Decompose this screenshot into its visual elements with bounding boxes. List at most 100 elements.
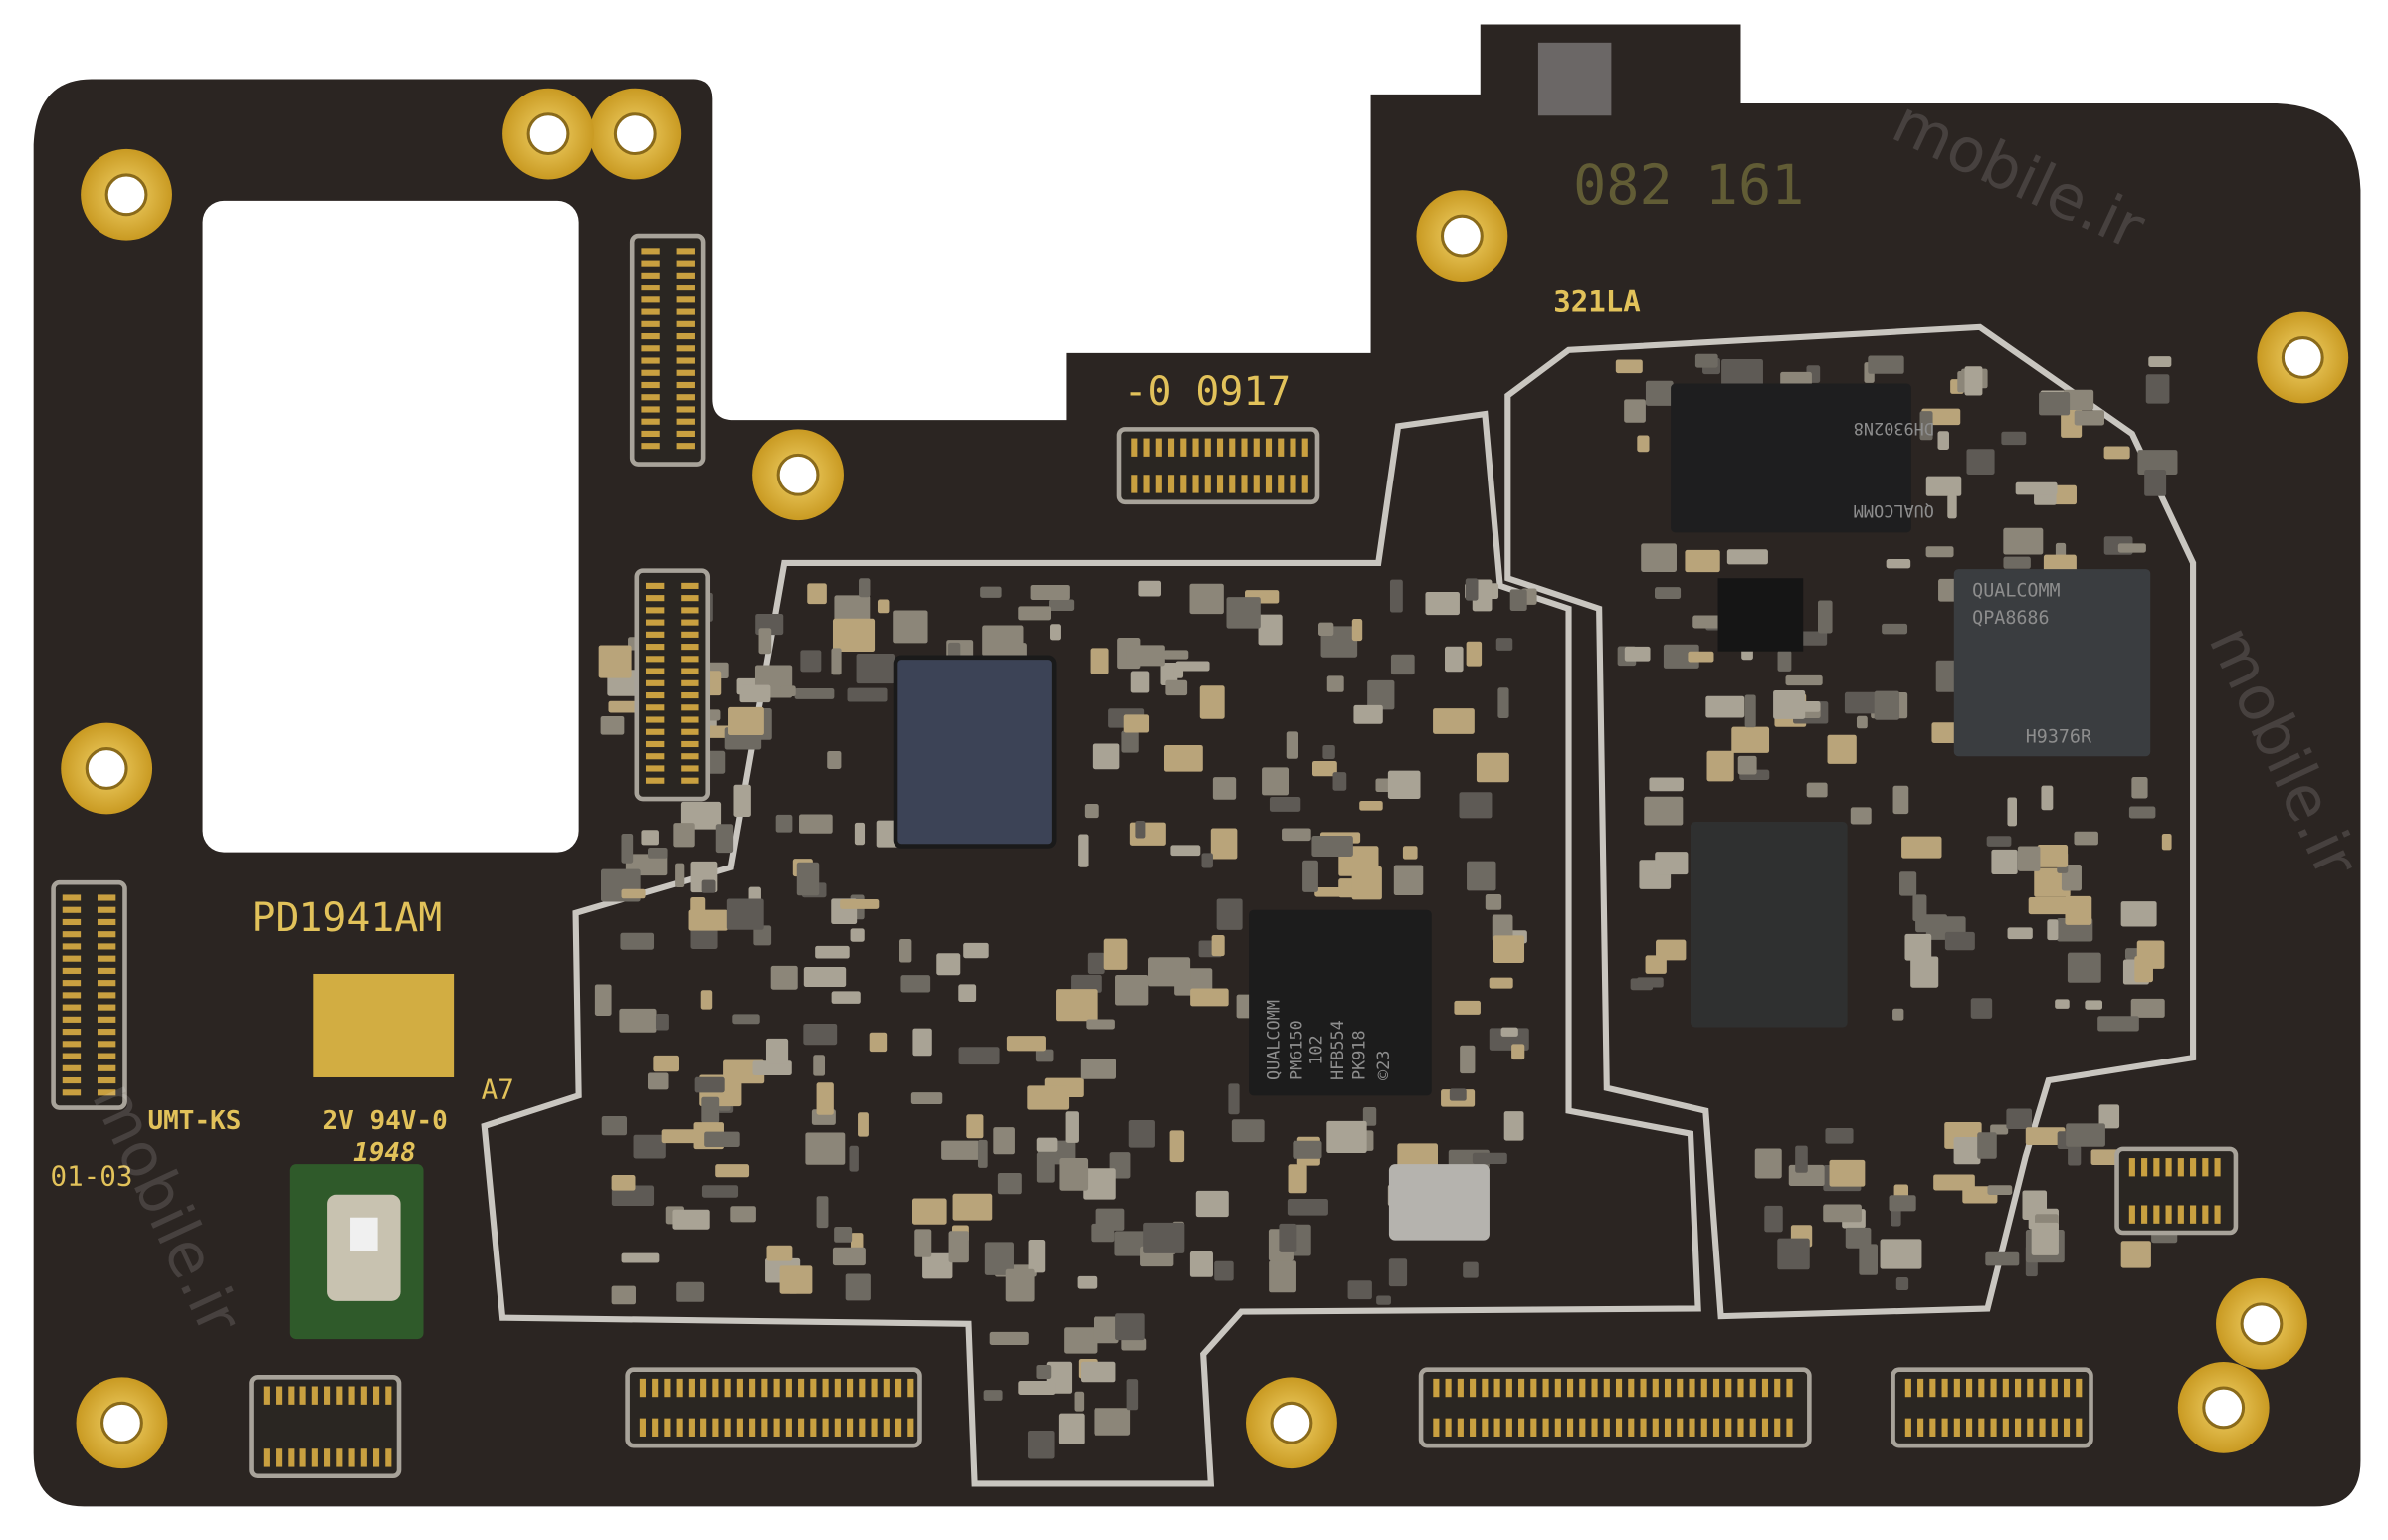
smd-component bbox=[641, 830, 659, 846]
connector-pin bbox=[1929, 1418, 1936, 1437]
smd-component bbox=[1103, 938, 1128, 970]
smd-component bbox=[1445, 646, 1464, 673]
smd-component bbox=[661, 1129, 698, 1144]
connector-pin bbox=[1786, 1378, 1793, 1398]
connector-pin bbox=[1689, 1418, 1695, 1437]
smd-component bbox=[1262, 767, 1290, 796]
connector-pin bbox=[97, 1076, 116, 1084]
smd-component bbox=[834, 595, 871, 627]
smd-component bbox=[922, 1252, 953, 1279]
connector-pin bbox=[385, 1386, 392, 1405]
connector-pin bbox=[645, 619, 665, 626]
smd-component bbox=[1367, 679, 1395, 710]
smd-component bbox=[1754, 1148, 1782, 1179]
connector-pin bbox=[360, 1386, 367, 1405]
smd-component bbox=[1656, 939, 1687, 961]
smd-component bbox=[1318, 622, 1334, 637]
smd-component bbox=[813, 1055, 826, 1076]
pmic-part: PM6150 bbox=[1287, 1020, 1306, 1080]
smd-component bbox=[2117, 543, 2146, 553]
smd-component bbox=[2068, 1145, 2082, 1166]
smd-component bbox=[1393, 865, 1424, 896]
smd-component bbox=[2130, 998, 2165, 1018]
smd-component bbox=[732, 1014, 760, 1025]
smd-component bbox=[704, 1131, 740, 1147]
connector-pin bbox=[1229, 475, 1236, 493]
smd-component bbox=[726, 898, 764, 930]
connector-pin bbox=[324, 1448, 331, 1467]
connector-pin bbox=[1433, 1418, 1440, 1437]
smd-component bbox=[2065, 895, 2092, 925]
connector-pin bbox=[676, 381, 695, 389]
connector-pin bbox=[645, 631, 665, 638]
smd-component bbox=[1083, 1168, 1116, 1200]
connector-pin bbox=[1786, 1418, 1793, 1437]
connector-pin bbox=[1241, 475, 1248, 493]
pmic-line3: HFB554 bbox=[1327, 1020, 1347, 1080]
connector-pin bbox=[785, 1418, 792, 1437]
mounting-hole-center bbox=[2281, 336, 2324, 379]
smd-component bbox=[1845, 1227, 1872, 1249]
smd-component bbox=[1649, 777, 1684, 792]
connector-pin bbox=[62, 955, 82, 962]
smd-component bbox=[1314, 887, 1342, 897]
connector-pin bbox=[641, 443, 660, 450]
connector-pin bbox=[311, 1386, 318, 1405]
connector-pin bbox=[871, 1378, 878, 1398]
connector-pin bbox=[2039, 1378, 2046, 1398]
connector-pin bbox=[645, 656, 665, 663]
smd-component bbox=[1143, 1222, 1185, 1253]
connector-pin bbox=[736, 1418, 743, 1437]
connector-pin bbox=[676, 345, 695, 352]
smd-component bbox=[1889, 1195, 1916, 1212]
connector-pin bbox=[641, 320, 660, 327]
smd-component bbox=[977, 1139, 988, 1168]
smd-component bbox=[1326, 1120, 1367, 1154]
smd-component bbox=[675, 863, 685, 888]
smd-component bbox=[1080, 1059, 1117, 1079]
connector-pin bbox=[645, 668, 665, 674]
connector-pin bbox=[1180, 475, 1187, 493]
connector-pin bbox=[97, 967, 116, 974]
smd-component bbox=[1630, 978, 1654, 991]
connector-pin bbox=[641, 285, 660, 291]
connector-pin bbox=[2027, 1418, 2034, 1437]
smd-component bbox=[1476, 752, 1509, 783]
smd-component bbox=[1212, 777, 1237, 800]
smd-component bbox=[1947, 494, 1957, 519]
blue-chip bbox=[893, 655, 1057, 849]
connector-pin bbox=[1192, 475, 1199, 493]
pa-brand: QUALCOMM bbox=[1972, 581, 2060, 602]
connector-pin bbox=[676, 296, 695, 303]
connector-pin bbox=[681, 704, 699, 711]
smd-component bbox=[847, 687, 888, 702]
connector-pin bbox=[1664, 1378, 1672, 1398]
smd-component bbox=[989, 1331, 1029, 1345]
connector-pin bbox=[724, 1378, 731, 1398]
connector-pin bbox=[798, 1418, 805, 1437]
connector-pin bbox=[847, 1378, 854, 1398]
connector-pin bbox=[1652, 1418, 1659, 1437]
smd-component bbox=[1216, 898, 1243, 930]
connector-pin bbox=[847, 1418, 854, 1437]
smd-component bbox=[647, 1072, 669, 1090]
smd-component bbox=[1282, 828, 1311, 842]
connector-pin bbox=[883, 1378, 890, 1398]
smd-component bbox=[805, 1132, 846, 1165]
connector-pin bbox=[1457, 1418, 1464, 1437]
connector-pin bbox=[1712, 1418, 1720, 1437]
connector-pin bbox=[688, 1418, 695, 1437]
connector-pin bbox=[97, 1053, 116, 1059]
smd-component bbox=[1332, 772, 1347, 791]
connector-pin bbox=[712, 1418, 719, 1437]
connector-pin bbox=[97, 1004, 116, 1011]
connector-pin bbox=[676, 320, 695, 327]
gold-pad bbox=[313, 973, 455, 1077]
smd-component bbox=[1777, 1238, 1810, 1270]
smd-component bbox=[2120, 1241, 2151, 1268]
smd-component bbox=[2034, 867, 2071, 897]
smd-component bbox=[1036, 1364, 1052, 1379]
smd-component bbox=[912, 1198, 947, 1225]
connector-pin bbox=[1554, 1378, 1561, 1398]
smd-component bbox=[1123, 714, 1150, 733]
